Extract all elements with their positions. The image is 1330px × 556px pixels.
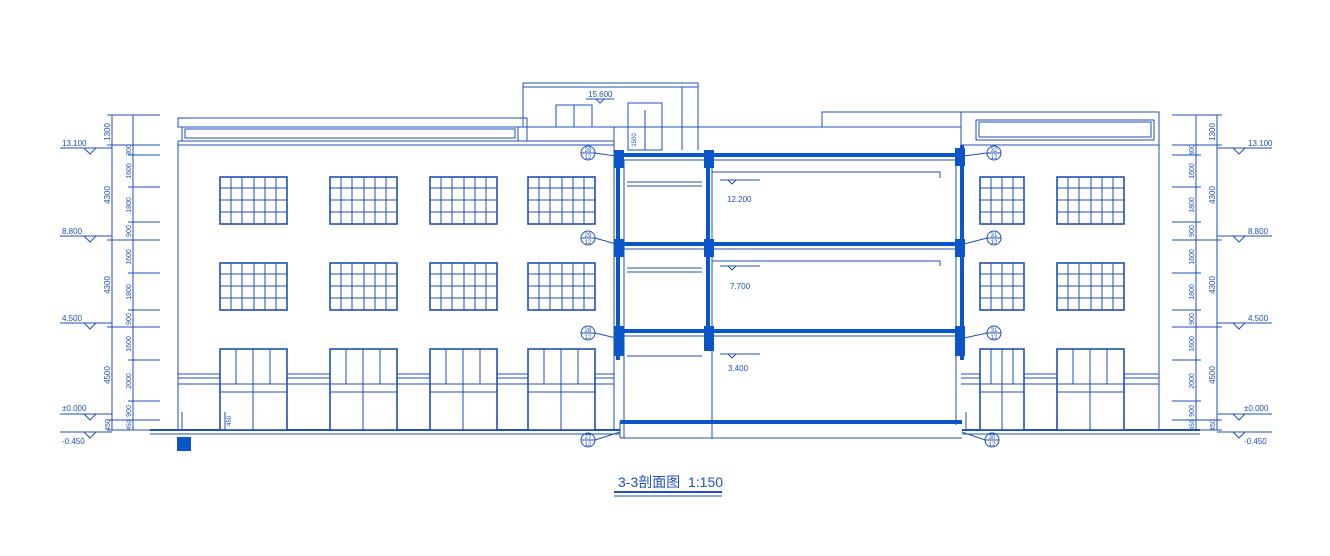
right-elev-4500: 4.500 [1248, 314, 1269, 323]
callout-r1-bot: 12 [991, 155, 998, 161]
elev-15600: 15.600 [588, 90, 613, 99]
left-dim-outer-5: 450 [105, 419, 112, 431]
elev-7700: 7.700 [730, 282, 751, 291]
right-dim-inner-6: 1800 [1189, 284, 1196, 300]
callout-l4-bot: 12 [585, 442, 592, 448]
roof-penthouse: 15.600 1500 [522, 82, 699, 151]
drawing-title: 3-3剖面图 1:150 [614, 474, 723, 497]
left-dimension-chain: 1300 4300 4300 4500 450 300 1600 1800 90… [103, 114, 160, 431]
elev-12200: 12.200 [727, 195, 752, 204]
right-dim-outer-2: 4300 [1208, 186, 1217, 204]
left-dim-outer-3: 4300 [103, 276, 112, 294]
left-elev-0000: ±0.000 [62, 404, 87, 413]
right-dim-outer-4: 4500 [1208, 366, 1217, 384]
right-dim-inner-1: 300 [1189, 144, 1196, 156]
entry-dim: 450 [227, 415, 233, 426]
callout-r1-top: 32 [991, 148, 998, 154]
right-dimension-chain: 1300 4300 4300 4500 450 300 1600 1800 90… [1172, 114, 1222, 431]
left-elev-neg450: -0.450 [62, 437, 85, 446]
left-dim-inner-1: 300 [126, 144, 133, 156]
callouts-right: 32 12 31 12 31 12 30 12 [961, 145, 1002, 448]
left-dim-inner-9: 2000 [126, 373, 133, 389]
left-elev-13100: 13.100 [62, 139, 87, 148]
right-elev-neg450: -0.450 [1244, 437, 1267, 446]
right-dim-inner-9: 2000 [1189, 373, 1196, 389]
callout-r3-bot: 12 [991, 335, 998, 341]
right-dim-inner-3: 1800 [1189, 197, 1196, 213]
section-title: 3-3剖面图 [618, 474, 680, 490]
left-wing-windows: 450 [219, 176, 596, 431]
right-dim-inner-8: 1600 [1189, 336, 1196, 352]
left-dim-inner-7: 900 [126, 313, 133, 325]
left-dim-inner-4: 900 [126, 225, 133, 237]
callout-r4-bot: 12 [989, 442, 996, 448]
callout-r3-top: 31 [991, 328, 998, 334]
left-dim-outer-2: 4300 [103, 186, 112, 204]
right-dim-inner-7: 900 [1189, 313, 1196, 325]
right-dim-inner-2: 1600 [1189, 163, 1196, 179]
right-dim-outer-3: 4300 [1208, 276, 1217, 294]
left-dim-inner-3: 1800 [126, 197, 133, 213]
right-elev-0000: ±0.000 [1244, 404, 1269, 413]
section-scale: 1:150 [688, 474, 723, 490]
callout-l1-bot: 12 [585, 155, 592, 161]
callout-l2-bot: 12 [585, 240, 592, 246]
left-dim-inner-8: 1600 [126, 336, 133, 352]
elev-3400: 3.400 [728, 364, 749, 373]
callout-r2-bot: 12 [991, 240, 998, 246]
left-dim-inner-10: 900 [126, 405, 133, 417]
callout-r4-top: 30 [989, 435, 996, 441]
right-dim-outer-1: 1300 [1208, 123, 1217, 141]
left-elev-8800: 8.800 [62, 227, 83, 236]
stair-dim: 1500 [632, 133, 638, 147]
left-elevation-marks: 13.100 8.800 4.500 ±0.000 -0.450 [60, 139, 112, 446]
left-dim-outer-1: 1300 [103, 123, 112, 141]
callout-l1-top: 28 [585, 148, 592, 154]
left-elev-4500: 4.500 [62, 314, 83, 323]
left-dim-inner-5: 1600 [126, 249, 133, 265]
right-dim-inner-11: 450 [1190, 419, 1196, 430]
callouts-left: 28 12 29 12 28 12 27 12 [580, 145, 621, 448]
callout-l2-top: 29 [585, 233, 592, 239]
central-section: 12.200 7.700 3.400 [614, 111, 1159, 439]
right-dim-inner-4: 900 [1189, 225, 1196, 237]
right-dim-inner-10: 900 [1189, 405, 1196, 417]
left-dim-inner-11: 450 [127, 419, 133, 430]
callout-r2-top: 31 [991, 233, 998, 239]
callout-l4-top: 27 [585, 435, 592, 441]
right-elev-8800: 8.800 [1248, 227, 1269, 236]
callout-l3-bot: 12 [585, 335, 592, 341]
right-dim-inner-5: 1600 [1189, 249, 1196, 265]
right-wing-windows [979, 176, 1125, 431]
right-dim-outer-5: 450 [1210, 419, 1217, 431]
right-elev-13100: 13.100 [1248, 139, 1273, 148]
callout-l3-top: 28 [585, 328, 592, 334]
left-dim-outer-4: 4500 [103, 366, 112, 384]
left-dim-inner-2: 1600 [126, 163, 133, 179]
right-elevation-marks: 13.100 8.800 4.500 ±0.000 -0.450 [1217, 139, 1273, 446]
left-dim-inner-6: 1800 [126, 284, 133, 300]
